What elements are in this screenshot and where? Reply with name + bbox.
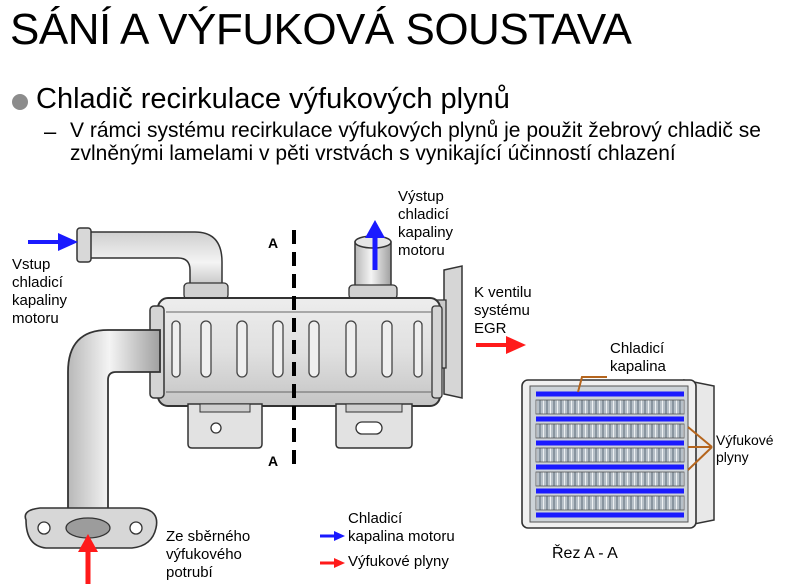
section-caption: Řez A - A (552, 545, 618, 562)
cooler-body (149, 297, 443, 407)
coolant-section-label: Chladicí kapalina (610, 340, 666, 375)
exhaust-manifold-label: Ze sběrného výfukového potrubí (166, 528, 251, 581)
legend-exhaust-label: Výfukové plyny (348, 553, 449, 570)
section-marker-top: A (268, 235, 279, 251)
sub-bullet-dash: – (44, 119, 57, 144)
mounting-bracket-right (335, 403, 413, 449)
coolant-inlet-pipe (76, 227, 229, 301)
exhaust-section-label: Výfukové plyny (716, 432, 774, 465)
leader-lines (577, 376, 713, 471)
legend-coolant-label: Chladicí kapalina motoru (348, 510, 455, 545)
mounting-bracket-left (187, 403, 263, 449)
exhaust-inlet-pipe (24, 329, 161, 549)
bullet-dot (12, 94, 28, 110)
sub-bullet-text: V rámci systému recirkulace výfukových p… (70, 119, 761, 165)
egr-valve-label: K ventilu systému EGR (474, 284, 532, 337)
coolant-outlet-arrow (365, 220, 385, 270)
section-marker-bottom: A (268, 453, 279, 469)
legend-exhaust-arrow (320, 558, 345, 568)
coolant-outlet-label: Výstup chladicí kapaliny motoru (398, 188, 454, 259)
coolant-inlet-arrow (28, 233, 78, 251)
section-view (521, 379, 715, 529)
exhaust-inlet-arrow (78, 534, 98, 584)
legend-coolant-arrow (320, 531, 345, 541)
coolant-inlet-label: Vstup chladicí kapaliny motoru (12, 256, 68, 327)
bullet-heading: Chladič recirkulace výfukových plynů (36, 83, 510, 115)
legend: Chladicí kapalina motoru Výfukové plyny (320, 510, 490, 580)
exhaust-to-egr-arrow (476, 336, 526, 354)
page-title: SÁNÍ A VÝFUKOVÁ SOUSTAVA (10, 5, 632, 54)
